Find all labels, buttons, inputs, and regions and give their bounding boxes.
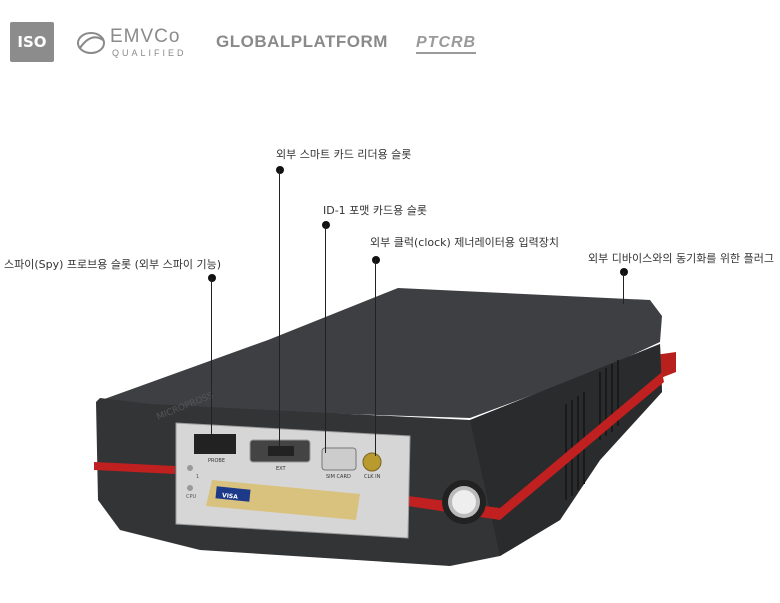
callout-id1-line <box>325 225 326 453</box>
callout-id1-slot: ID-1 포맷 카드용 슬롯 <box>323 204 428 217</box>
clk-connector <box>362 452 382 472</box>
led-1-label: 1 <box>196 474 199 480</box>
callout-clock-input: 외부 클럭(clock) 제너레이터용 입력장치 <box>370 236 560 249</box>
callout-sync-line <box>623 272 624 304</box>
sim-port <box>321 447 357 471</box>
callout-sync-dot <box>620 268 628 276</box>
sim-label: SIM CARD <box>326 474 351 480</box>
callout-spy-line <box>211 278 212 436</box>
ext-label: EXT <box>276 466 286 472</box>
callout-smartcard-dot <box>276 166 284 174</box>
card-brand-label: VISA <box>222 492 239 501</box>
callout-clock-line <box>375 260 376 456</box>
callout-id1-dot <box>322 221 330 229</box>
emvco-swirl-icon <box>77 32 105 54</box>
emvco-subtitle: QUALIFIED <box>112 48 187 58</box>
certification-logos: ISO EMVCo QUALIFIED GLOBALPLATFORM PTCRB <box>10 22 530 64</box>
callout-spy-probe: 스파이(Spy) 프로브용 슬롯 (외부 스파이 기능) <box>4 258 222 271</box>
probe-label: PROBE <box>208 458 225 464</box>
callout-spy-dot <box>208 274 216 282</box>
callout-smartcard-line <box>279 170 280 448</box>
emvco-logo: EMVCo QUALIFIED <box>76 26 200 60</box>
emvco-title: EMVCo <box>110 26 181 47</box>
probe-port <box>194 434 236 454</box>
led-cpu <box>187 485 193 491</box>
led-1 <box>187 465 193 471</box>
callout-sync-plug: 외부 디바이스와의 동기화를 위한 플러그 <box>588 252 775 265</box>
led-cpu-label: CPU <box>186 494 197 500</box>
red-stripe-left <box>94 462 175 474</box>
ptcrb-logo: PTCRB <box>416 34 477 54</box>
callout-clock-dot <box>372 256 380 264</box>
device-top-surface <box>96 288 662 418</box>
callout-smartcard-slot: 외부 스마트 카드 리더용 슬롯 <box>276 148 412 161</box>
clk-label: CLK IN <box>364 474 381 480</box>
red-stripe-right <box>408 372 664 520</box>
iso-logo: ISO <box>10 22 54 62</box>
globalplatform-logo: GLOBALPLATFORM <box>216 32 388 51</box>
